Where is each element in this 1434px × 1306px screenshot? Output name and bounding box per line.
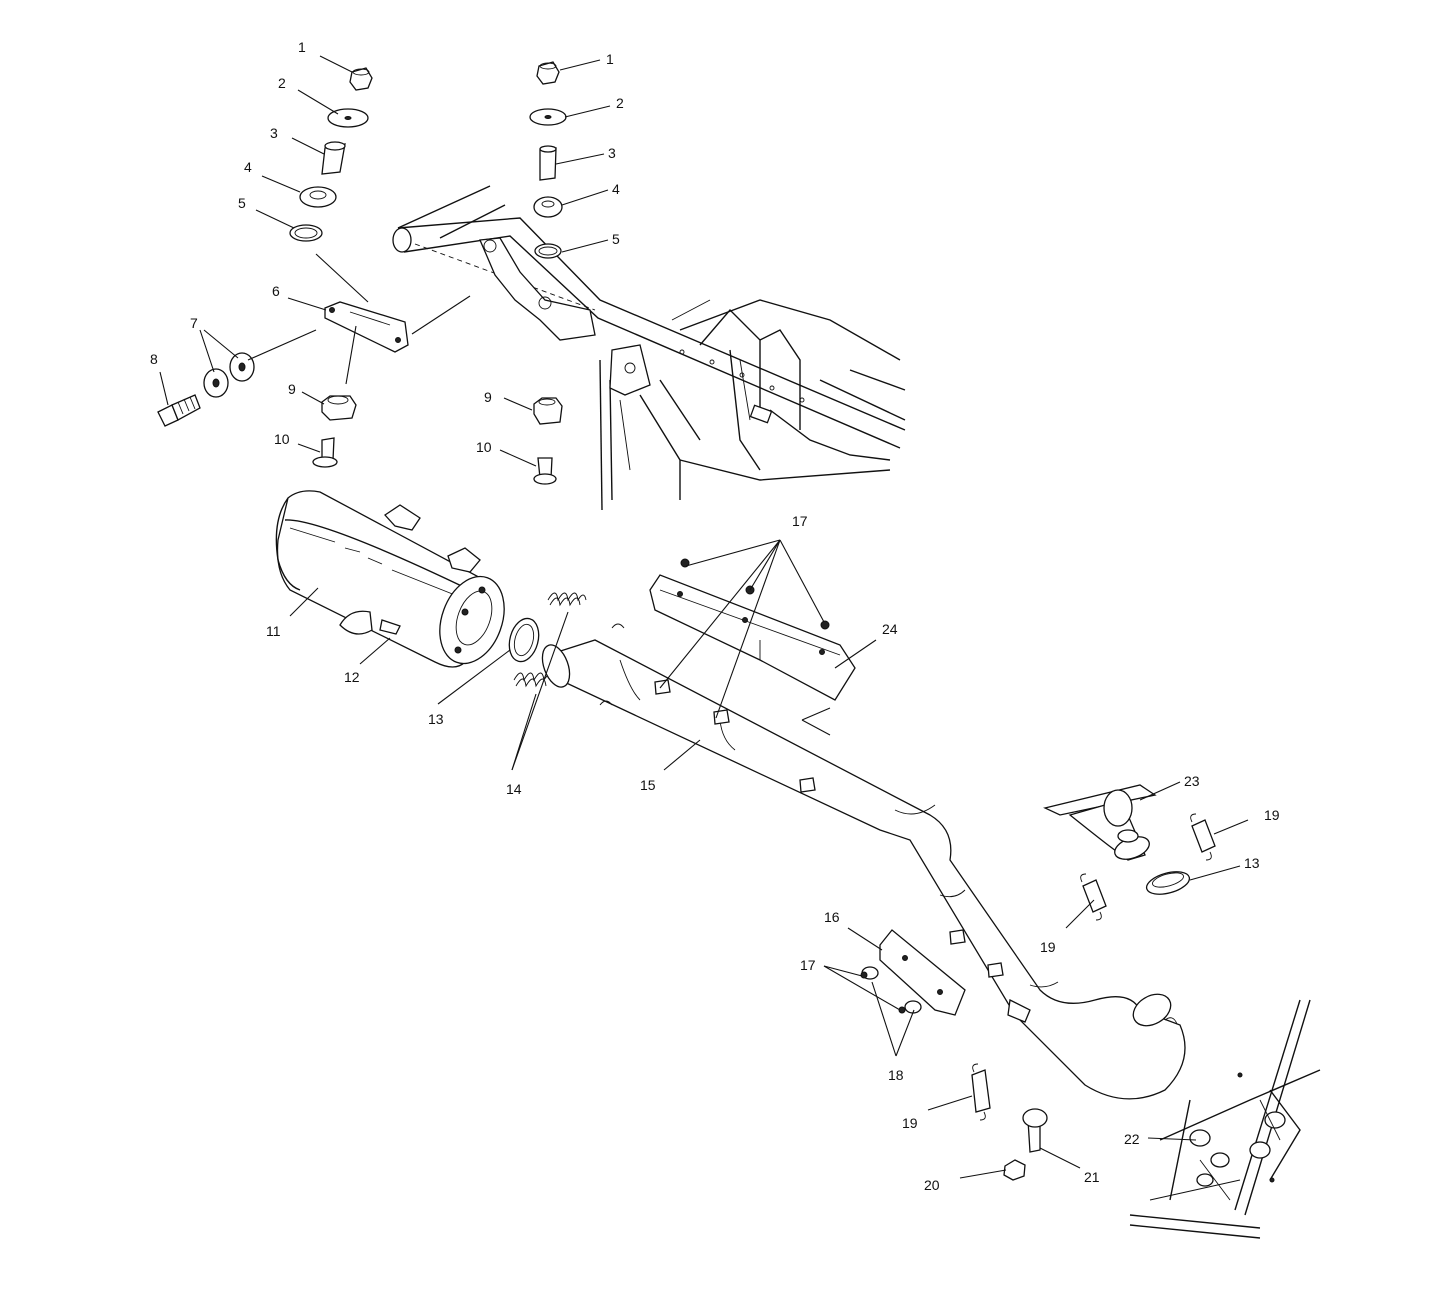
head-pipe-15 xyxy=(541,623,1186,1100)
callout-10: 10 xyxy=(274,431,290,447)
callout-10: 10 xyxy=(476,439,492,455)
fasteners-20-21 xyxy=(1003,1108,1048,1181)
callout-4: 4 xyxy=(612,181,620,197)
callout-15: 15 xyxy=(640,777,656,793)
springs-19 xyxy=(971,813,1216,1121)
callout-labels: 1 1 2 2 3 3 4 4 5 5 6 7 8 9 9 10 10 11 1… xyxy=(150,39,1280,1193)
left-mount-hardware xyxy=(157,67,471,468)
callout-7: 7 xyxy=(190,315,198,331)
callout-16: 16 xyxy=(824,909,840,925)
heat-shield-16 xyxy=(860,929,966,1016)
callout-12: 12 xyxy=(344,669,360,685)
engine-cylinder-22 xyxy=(1129,999,1321,1239)
callout-3: 3 xyxy=(270,125,278,141)
callout-1: 1 xyxy=(298,39,306,55)
callout-2: 2 xyxy=(616,95,624,111)
callout-19: 19 xyxy=(1040,939,1056,955)
callout-11: 11 xyxy=(266,623,281,639)
callout-14: 14 xyxy=(506,781,522,797)
callout-8: 8 xyxy=(150,351,158,367)
gasket-13-exhaust xyxy=(1145,871,1191,895)
callout-13: 13 xyxy=(428,711,444,727)
callout-6: 6 xyxy=(272,283,280,299)
callout-19: 19 xyxy=(1264,807,1280,823)
callout-21: 21 xyxy=(1084,1169,1100,1185)
callout-5: 5 xyxy=(612,231,620,247)
callout-13: 13 xyxy=(1244,855,1260,871)
callout-9: 9 xyxy=(484,389,492,405)
callout-24: 24 xyxy=(882,621,898,637)
callout-19: 19 xyxy=(902,1115,918,1131)
callout-23: 23 xyxy=(1184,773,1200,789)
callout-4: 4 xyxy=(244,159,252,175)
heat-shield-24 xyxy=(649,558,856,701)
callout-9: 9 xyxy=(288,381,296,397)
frame-crossmember xyxy=(392,185,906,511)
callout-2: 2 xyxy=(278,75,286,91)
callout-5: 5 xyxy=(238,195,246,211)
callout-3: 3 xyxy=(608,145,616,161)
leader-lines xyxy=(159,55,1249,1179)
nut-icon xyxy=(536,61,560,85)
nut-icon xyxy=(349,67,373,91)
gasket-13-muffler xyxy=(508,617,540,663)
callout-20: 20 xyxy=(924,1177,940,1193)
callout-22: 22 xyxy=(1124,1131,1140,1147)
callout-17: 17 xyxy=(800,957,816,973)
muffler xyxy=(275,490,505,668)
callout-1: 1 xyxy=(606,51,614,67)
callout-17: 17 xyxy=(792,513,808,529)
exhaust-manifold-23 xyxy=(1043,784,1157,861)
callout-18: 18 xyxy=(888,1067,904,1083)
right-mount-hardware xyxy=(529,61,567,485)
